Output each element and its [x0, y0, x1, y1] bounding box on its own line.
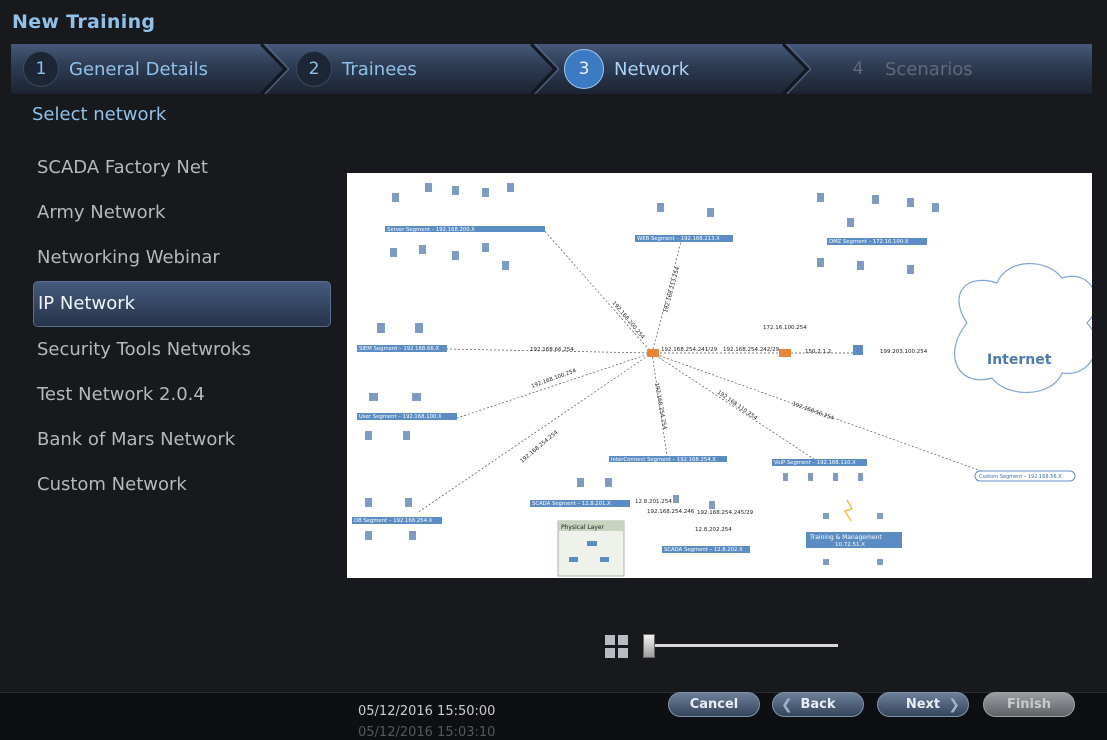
network-list: SCADA Factory Net Army Network Networkin… [33, 146, 331, 508]
core-router-icon [647, 349, 659, 357]
segment-bars [352, 226, 927, 553]
fw-link-ip: 192.168.254.242/29 [723, 347, 780, 353]
network-diagram: Server Segment – 192.168.200.X WEB Segme… [352, 183, 1092, 577]
chevron-left-icon: ❮ [781, 696, 793, 713]
back-button-label: Back [800, 697, 836, 712]
edge-router-icon [853, 345, 863, 355]
step-scenarios: 4 Scenarios [829, 44, 973, 94]
zoom-slider-thumb[interactable] [643, 634, 655, 658]
siem-segment-label: SIEM Segment – 192.168.66.X [359, 346, 439, 352]
step-label: Network [614, 58, 690, 80]
network-item[interactable]: SCADA Factory Net [37, 157, 208, 178]
step-separator-icon [781, 44, 811, 94]
back-button[interactable]: ❮ Back [772, 692, 864, 717]
network-item[interactable]: Security Tools Netwroks [37, 339, 251, 360]
step-separator-icon [259, 44, 289, 94]
interconnect-ip2: 192.168.254.245/29 [697, 510, 754, 516]
db-segment-label: DB Segment – 192.168.254.X [354, 518, 433, 524]
training-label: Training & Management [809, 534, 882, 541]
segment-labels: Server Segment – 192.168.200.X WEB Segme… [354, 227, 909, 553]
network-item[interactable]: Test Network 2.0.4 [37, 384, 205, 405]
link-interconnect-ip: 192.168.254.254 [653, 382, 667, 430]
network-links [416, 227, 988, 514]
link-user-ip: 192.168.100.254 [531, 368, 578, 390]
link-siem-ip: 192.168.66.254 [530, 347, 574, 353]
internet-label: Internet [987, 352, 1052, 368]
new-training-dialog: New Training 1 General Details 2 Trainee… [0, 11, 1107, 693]
wizard-steps-bar: 1 General Details 2 Trainees 3 Network 4… [11, 44, 1092, 94]
network-item[interactable]: Army Network [37, 202, 166, 223]
link-db-ip: 192.168.254.254 [519, 429, 559, 464]
dialog-title: New Training [12, 11, 156, 33]
network-item[interactable]: Networking Webinar [37, 247, 220, 268]
network-item-selected[interactable]: IP Network [33, 281, 331, 327]
core-router-ip: 192.168.254.241/29 [661, 347, 718, 353]
physical-layer-label: Physical Layer [561, 524, 605, 531]
internet-cloud-icon [954, 263, 1092, 393]
firewall-icon [779, 349, 791, 357]
finish-button-label: Finish [1006, 697, 1052, 712]
step-number: 4 [852, 59, 864, 79]
step-separator-icon [529, 44, 559, 94]
scada-segment2-label: SCADA Segment – 12.8.202.X [664, 547, 743, 553]
link-labels: 192.168.254.241/29 192.168.254.242/29 17… [519, 266, 927, 533]
select-network-heading: Select network [32, 104, 167, 125]
scada-gateway2-ip: 12.8.202.254 [695, 527, 732, 533]
scada-gateway-ip: 12.8.201.254 [635, 499, 672, 505]
cancel-button[interactable]: Cancel [668, 692, 760, 717]
next-button-label: Next [905, 697, 941, 712]
chevron-right-icon: ❯ [948, 696, 960, 713]
zoom-slider-track[interactable] [652, 644, 838, 647]
training-ip-label: 10.72.51.X [835, 542, 865, 548]
next-button[interactable]: Next ❯ [877, 692, 969, 717]
cancel-button-label: Cancel [689, 697, 739, 712]
ext-ip-1: 150.2.1.2 [805, 349, 831, 355]
scada-segment-label: SCADA Segment – 12.8.201.X [532, 501, 611, 507]
server-segment-label: Server Segment – 192.168.200.X [387, 227, 475, 233]
step-general-details[interactable]: 1 General Details [11, 44, 208, 94]
voip-segment-label: VoIP Segment – 192.168.110.X [774, 460, 856, 466]
step-network[interactable]: 3 Network [552, 44, 689, 94]
step-number: 3 [564, 49, 604, 89]
step-trainees[interactable]: 2 Trainees [284, 44, 417, 94]
network-item[interactable]: Bank of Mars Network [37, 429, 236, 450]
web-segment-label: WEB Segment – 192.168.213.X [637, 236, 720, 242]
device-icons [365, 183, 939, 565]
dmz-segment-label: DMZ Segment – 172.16.100.X [829, 239, 909, 245]
link-voip-ip: 192.168.110.254 [716, 390, 759, 422]
link-server-ip: 192.168.200.254 [610, 300, 645, 340]
user-segment-label: User Segment – 192.168.100.X [359, 414, 442, 420]
step-label: Scenarios [885, 58, 973, 80]
background-timestamp: 05/12/2016 15:50:00 [358, 704, 496, 719]
interconnect-segment-label: InterConnect Segment – 192.168.254.X [611, 457, 716, 463]
link-custom-ip: 192.168.56.254 [791, 401, 835, 422]
custom-segment-label: Custom Segment – 192.168.56.X [979, 474, 1062, 480]
grid-view-icon[interactable] [604, 634, 630, 660]
lightning-icon [843, 499, 854, 522]
step-number: 1 [23, 51, 59, 87]
step-label: Trainees [342, 58, 417, 80]
step-number: 2 [296, 51, 332, 87]
step-label: General Details [69, 58, 209, 80]
finish-button: Finish [983, 692, 1075, 717]
network-diagram-preview: Server Segment – 192.168.200.X WEB Segme… [347, 173, 1092, 578]
link-web-ip: 192.168.213.254 [663, 266, 681, 314]
ext-ip-2: 199.203.100.254 [880, 349, 928, 355]
network-item[interactable]: Custom Network [37, 474, 187, 495]
dmz-gateway-ip: 172.16.100.254 [763, 325, 807, 331]
interconnect-ip: 192.168.254.246 [647, 509, 695, 515]
